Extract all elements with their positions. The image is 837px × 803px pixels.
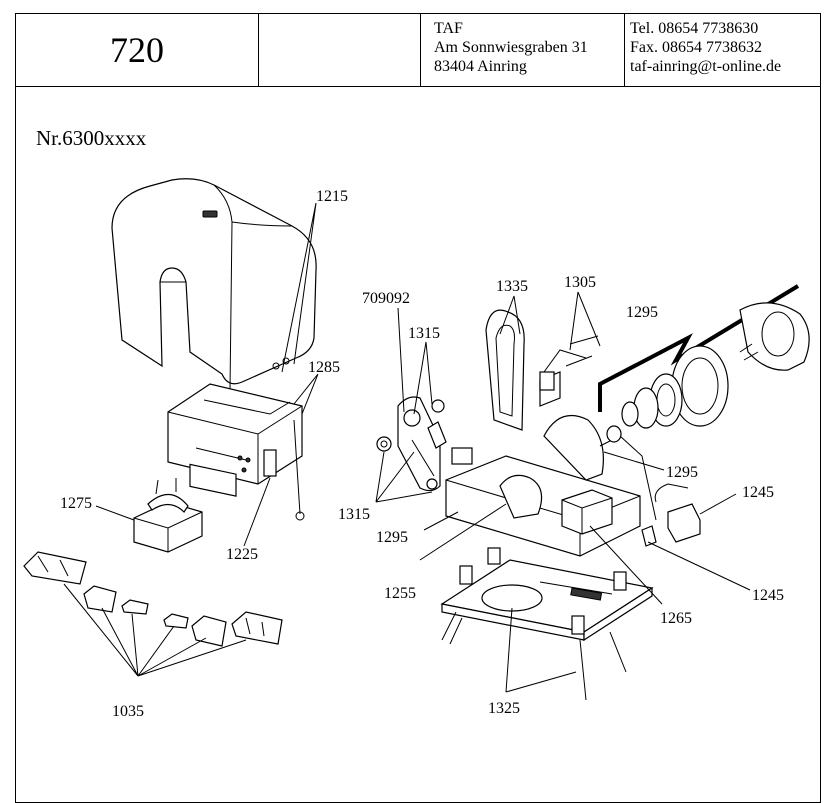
company-city: 83404 Ainring (434, 58, 527, 75)
control-board-part (167, 383, 305, 521)
label-1225: 1225 (226, 546, 258, 563)
label-1315-top: 1315 (408, 325, 440, 342)
gear-assembly-part (598, 284, 810, 443)
base-plate-part (440, 547, 654, 701)
header-divider (15, 86, 821, 87)
label-1245-top: 1245 (742, 484, 774, 501)
label-1245-bottom: 1245 (752, 587, 784, 604)
label-1035: 1035 (112, 703, 144, 720)
connector-parts (23, 551, 283, 647)
label-1265: 1265 (660, 610, 692, 627)
label-1285: 1285 (308, 359, 340, 376)
bracket-part (376, 396, 447, 492)
label-1295-gear: 1295 (626, 304, 658, 321)
company-tel: Tel. 08654 7738630 (630, 20, 759, 37)
label-709092: 709092 (362, 290, 410, 307)
label-1305: 1305 (564, 274, 596, 291)
company-fax: Fax. 08654 7738632 (630, 39, 762, 56)
label-1255: 1255 (384, 585, 416, 602)
cover-part (111, 178, 317, 391)
company-street: Am Sonnwiesgraben 31 (434, 39, 588, 56)
transformer-part (133, 478, 203, 553)
company-address: TAF Am Sonnwiesgraben 31 83404 Ainring (421, 14, 625, 86)
page-number: 720 (16, 14, 259, 86)
label-1275: 1275 (60, 495, 92, 512)
motor-assembly-part (445, 309, 657, 557)
label-1335: 1335 (496, 278, 528, 295)
company-name: TAF (434, 20, 463, 37)
part-labels: 1215 1285 1275 1225 1035 709092 1315 131… (60, 188, 784, 720)
leader-lines (63, 202, 751, 693)
limit-switch-part (641, 483, 701, 547)
label-1315-bottom: 1315 (338, 506, 370, 523)
company-contact: Tel. 08654 7738630 Fax. 08654 7738632 ta… (625, 14, 820, 86)
label-1295-right: 1295 (666, 464, 698, 481)
blank-cell (259, 14, 421, 86)
label-1295-left: 1295 (376, 529, 408, 546)
label-1325: 1325 (488, 700, 520, 717)
model-number: Nr.6300xxxx (36, 126, 147, 150)
label-1215: 1215 (316, 188, 348, 205)
company-email: taf-ainring@t-online.de (630, 58, 782, 75)
